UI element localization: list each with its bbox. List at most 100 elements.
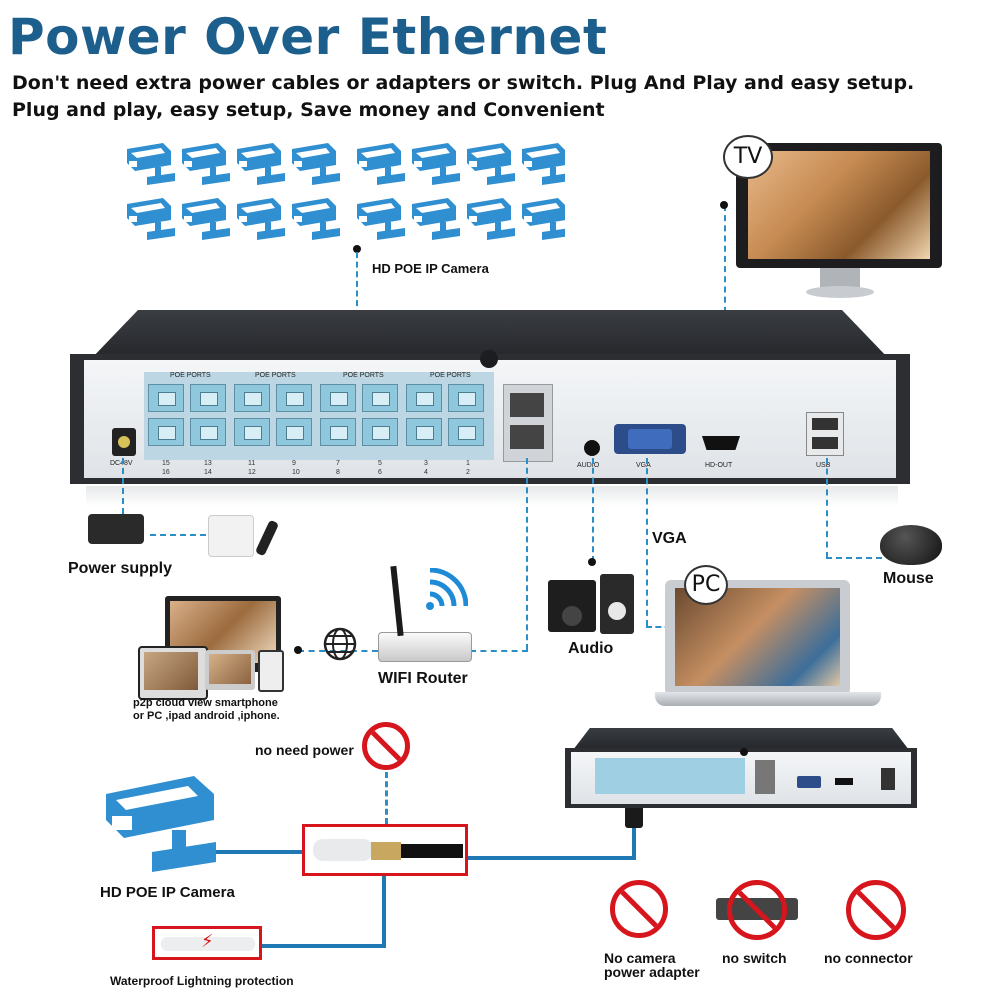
camera-cable-line — [216, 850, 304, 854]
port-number: 14 — [204, 469, 212, 476]
no-camera-adapter-label-1: No camera — [604, 950, 676, 966]
audio-port-label: AUDIO — [577, 462, 600, 469]
tv-stand — [820, 268, 860, 288]
lan-ports — [503, 384, 553, 462]
nvr-recorder-small — [565, 728, 917, 808]
lan-link-line — [526, 458, 528, 650]
poe-ports-label-3: POE PORTS — [343, 372, 384, 379]
poe-port — [234, 418, 270, 446]
no-switch-icon — [727, 880, 787, 940]
poe-port — [190, 418, 226, 446]
poe-port — [276, 418, 312, 446]
usb-link-line-h — [826, 557, 882, 559]
power-socket-icon — [208, 515, 254, 557]
lan-link-line-h — [470, 650, 528, 652]
p2p-label-line-2: or PC ,ipad android ,iphone. — [133, 710, 280, 722]
poe-port — [234, 384, 270, 412]
wifi-router-icon — [378, 632, 472, 662]
tv-label: TV — [723, 135, 773, 179]
poe-port — [190, 384, 226, 412]
hdmi-port-label: HD-OUT — [705, 462, 733, 469]
nvr-cable-line — [468, 856, 634, 860]
ip-camera-bottom-label: HD POE IP Camera — [100, 884, 235, 901]
port-number: 8 — [336, 469, 340, 476]
nvr-cable-line-v — [632, 808, 636, 860]
power-socket-line — [150, 534, 206, 536]
poe-port — [320, 418, 356, 446]
dc-power-jack — [112, 428, 136, 456]
nvr-screw — [480, 350, 498, 368]
poe-ports-label-1: POE PORTS — [170, 372, 211, 379]
port-number: 10 — [292, 469, 300, 476]
poe-port — [148, 418, 184, 446]
globe-icon — [322, 626, 358, 662]
camera-link-line — [356, 252, 358, 364]
port-number: 1 — [466, 460, 470, 467]
port-number: 13 — [204, 460, 212, 467]
connector-dot — [740, 748, 748, 756]
poe-port — [362, 384, 398, 412]
poe-ports-label-4: POE PORTS — [430, 372, 471, 379]
connector-dot — [720, 201, 728, 209]
speaker-icon-2 — [600, 574, 634, 634]
audio-link-line — [592, 458, 594, 562]
vga-link-line — [646, 458, 648, 626]
poe-port — [320, 384, 356, 412]
audio-port — [584, 440, 600, 456]
port-number: 6 — [378, 469, 382, 476]
wifi-signal-icon — [424, 567, 469, 612]
protection-cable-v — [382, 876, 386, 946]
port-number: 4 — [424, 469, 428, 476]
poe-cable-connector — [302, 824, 468, 876]
connector-dot — [294, 646, 302, 654]
mouse-label: Mouse — [883, 570, 934, 587]
poe-port — [406, 384, 442, 412]
laptop-device-icon — [205, 650, 255, 690]
nvr-reflection — [86, 486, 898, 506]
mouse-icon — [880, 525, 942, 565]
port-number: 15 — [162, 460, 170, 467]
p2p-label-line-1: p2p cloud view smartphone — [133, 697, 278, 709]
wifi-router-label: WIFI Router — [378, 670, 468, 687]
connector-dot — [353, 245, 361, 253]
port-number: 9 — [292, 460, 296, 467]
poe-port — [276, 384, 312, 412]
no-connector-label: no connector — [824, 950, 913, 966]
page-title: Power Over Ethernet — [8, 8, 608, 66]
port-number: 12 — [248, 469, 256, 476]
tablet-device-icon — [138, 646, 208, 700]
poe-port — [406, 418, 442, 446]
no-power-adapter-icon — [362, 722, 410, 770]
port-number: 16 — [162, 469, 170, 476]
subtitle-line-1: Don't need extra power cables or adapter… — [12, 72, 915, 94]
ip-camera-top-label: HD POE IP Camera — [372, 261, 489, 276]
poe-port — [362, 418, 398, 446]
dc-label: DC48V — [110, 460, 133, 467]
speaker-icon — [548, 580, 596, 632]
subtitle-line-2: Plug and play, easy setup, Save money an… — [12, 99, 605, 121]
connector-dot — [588, 558, 596, 566]
pc-label: PC — [684, 565, 728, 605]
power-adapter-icon — [88, 514, 144, 544]
power-link-dotted — [385, 772, 388, 824]
poe-port — [448, 418, 484, 446]
waterproof-label: Waterproof Lightning protection — [110, 974, 294, 988]
poe-port — [448, 384, 484, 412]
lightning-protector-icon: ⚡ — [152, 926, 262, 960]
ip-camera-grid — [125, 143, 570, 253]
no-camera-adapter-label-2: power adapter — [604, 964, 700, 980]
no-connector-icon — [846, 880, 906, 940]
vga-label: VGA — [652, 530, 687, 547]
ip-camera-icon — [102, 772, 222, 878]
router-antenna — [390, 565, 404, 637]
no-switch-label: no switch — [722, 950, 787, 966]
vga-port-label: VGA — [636, 462, 651, 469]
protection-cable-h — [262, 944, 386, 948]
tv-stand-base — [806, 286, 874, 298]
no-camera-adapter-icon — [610, 880, 668, 938]
usb-port-label: USB — [816, 462, 831, 469]
hdmi-port — [702, 436, 740, 450]
phone-device-icon — [258, 650, 284, 692]
audio-label: Audio — [568, 640, 614, 657]
poe-ports-label-2: POE PORTS — [255, 372, 296, 379]
